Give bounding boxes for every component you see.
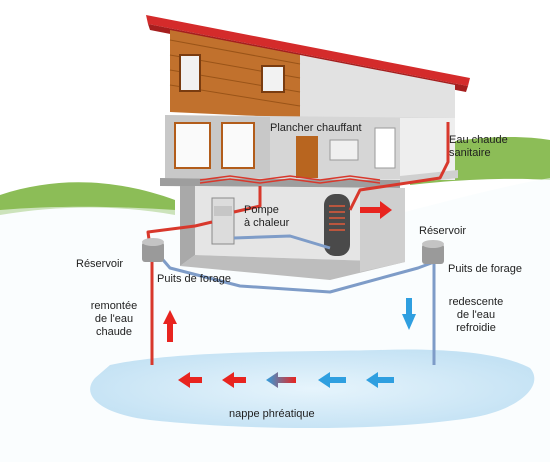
bathroom-cabinet xyxy=(330,140,358,160)
door xyxy=(296,136,318,178)
middle-window-2 xyxy=(222,123,254,168)
label-well-left: Puits de forage xyxy=(157,273,231,286)
upper-window-2 xyxy=(262,66,284,92)
label-rising-hot-water: remontée de l'eau chaude xyxy=(84,300,144,339)
basement-wall-right xyxy=(360,188,405,272)
shower xyxy=(375,128,395,168)
upper-window-1 xyxy=(180,55,200,91)
tank-left-shape xyxy=(142,238,164,262)
label-floor-heating: Plancher chauffant xyxy=(270,122,362,135)
label-tank-left: Réservoir xyxy=(76,258,123,271)
tank-right-shape xyxy=(422,240,444,264)
label-tank-right: Réservoir xyxy=(419,225,466,238)
label-descending-cooled-water: redescente de l'eau refroidie xyxy=(440,296,512,335)
label-well-right: Puits de forage xyxy=(448,263,522,276)
label-heat-pump: Pompe à chaleur xyxy=(244,204,289,230)
label-hot-water: Eau chaude sanitaire xyxy=(449,134,508,160)
middle-window-1 xyxy=(175,123,210,168)
heat-pump-unit xyxy=(212,198,234,244)
label-water-table: nappe phréatique xyxy=(229,408,315,421)
